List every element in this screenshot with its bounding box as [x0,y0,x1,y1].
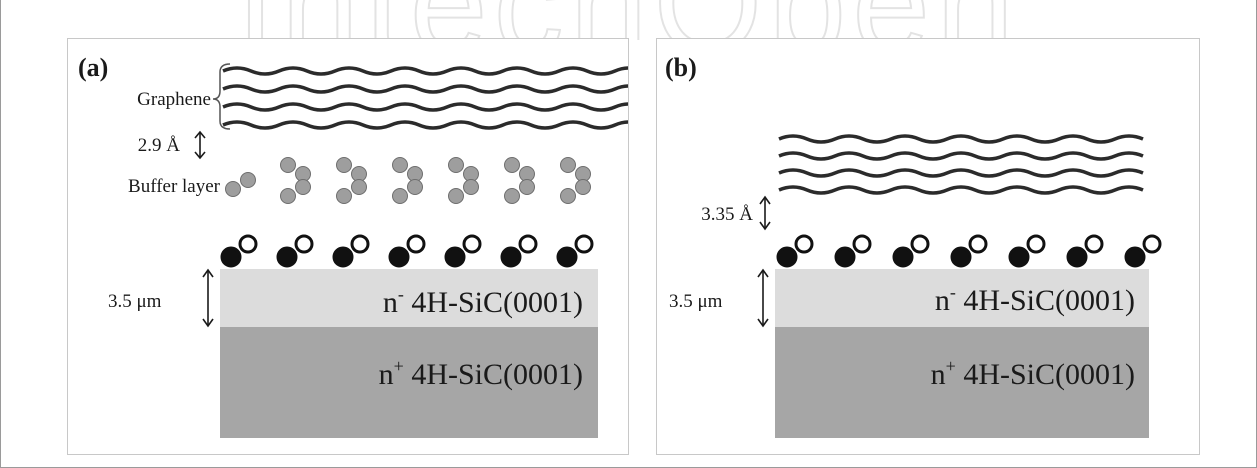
panel-b-diagram: (b) 3.35 Å [665,53,1162,438]
graphene-bracket [212,63,231,130]
panel-a: (a) Graphene 2.9 Å Buffer layer [67,38,644,455]
spacing-arrow-a [194,130,206,160]
buffer-layer-label: Buffer layer [128,176,221,197]
spacing-label-a: 2.9 Å [138,135,181,156]
spacing-arrow-b [759,195,771,231]
panel-b: (b) 3.35 Å [656,38,1200,455]
spacing-label-b: 3.35 Å [701,204,753,225]
graphene-sheets-b [778,134,1144,195]
epilayer-label-a: n- 4H-SiC(0001) [383,284,583,319]
panel-a-diagram: (a) Graphene 2.9 Å Buffer layer [78,53,644,438]
surface-atoms-a [220,234,594,268]
thickness-arrow-b [757,268,769,328]
epilayer-label-b: n- 4H-SiC(0001) [935,282,1135,317]
thickness-arrow-a [202,268,214,328]
epilayer-b [775,269,1149,327]
surface-atoms-b [776,234,1162,268]
thickness-label-b: 3.5 μm [669,291,723,312]
graphene-sheets [222,66,644,130]
substrate-label-b: n+ 4H-SiC(0001) [931,356,1135,391]
substrate-b [775,327,1149,438]
epilayer-a [220,269,598,327]
graphene-label: Graphene [137,89,211,110]
watermark-text: IntechOpen [236,0,1020,40]
watermark: IntechOpen [235,0,1020,40]
substrate-a [220,327,598,438]
substrate-label-a: n+ 4H-SiC(0001) [379,356,583,391]
thickness-label-a: 3.5 μm [108,291,162,312]
panel-a-label: (a) [78,53,108,82]
buffer-layer-atoms [225,157,591,204]
panel-b-label: (b) [665,53,697,82]
